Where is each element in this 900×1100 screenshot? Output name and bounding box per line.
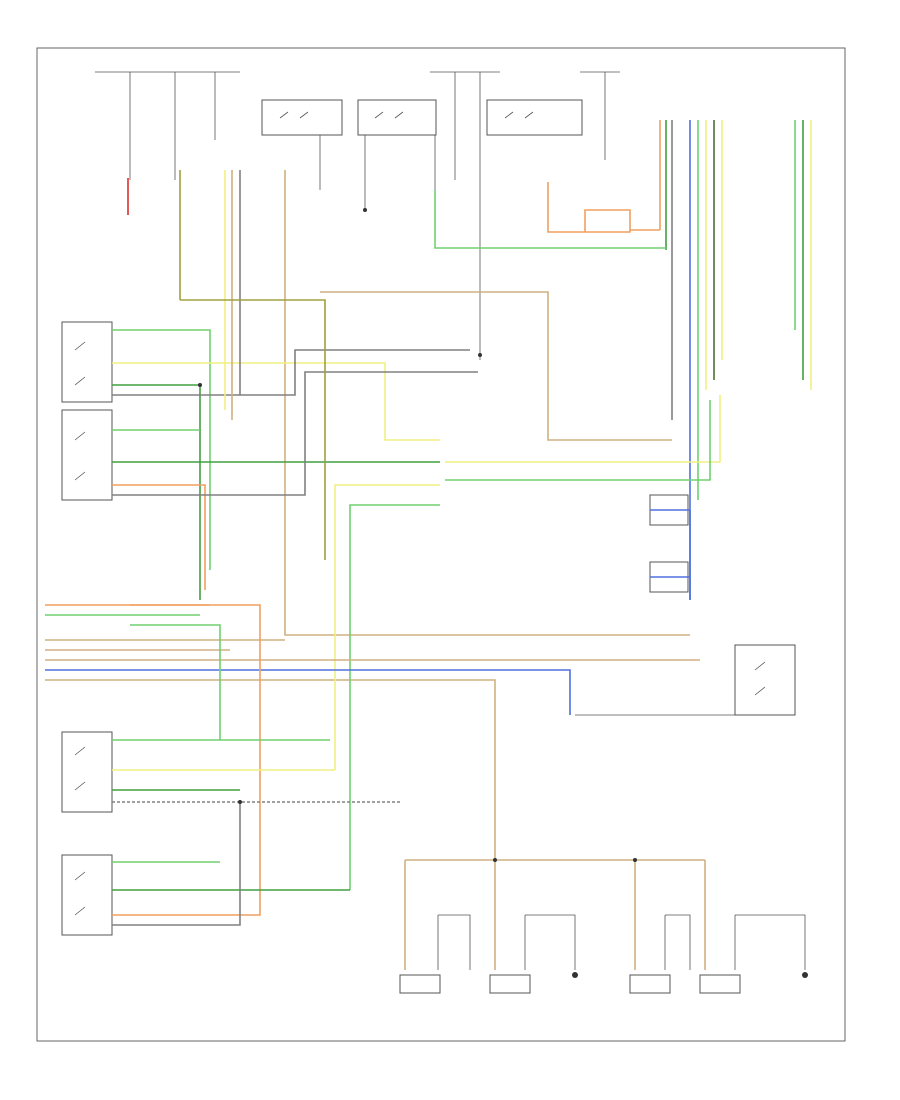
switch-box-left-4 <box>61 854 113 936</box>
relay-boxes-top <box>261 99 583 210</box>
diagram-frame <box>36 47 846 1042</box>
switch-box-left-1 <box>61 321 113 403</box>
connector-top-right <box>659 120 812 600</box>
lamp-distribution-bottom <box>404 859 806 970</box>
switch-box-left-2 <box>61 409 113 501</box>
lamp-group-bottom <box>399 972 808 994</box>
connector-left-mid <box>45 604 700 916</box>
switch-box-right-lower <box>575 644 796 716</box>
switch-box-left-3 <box>61 731 113 813</box>
fuse-block-top <box>95 71 620 360</box>
splice-points <box>198 208 637 862</box>
